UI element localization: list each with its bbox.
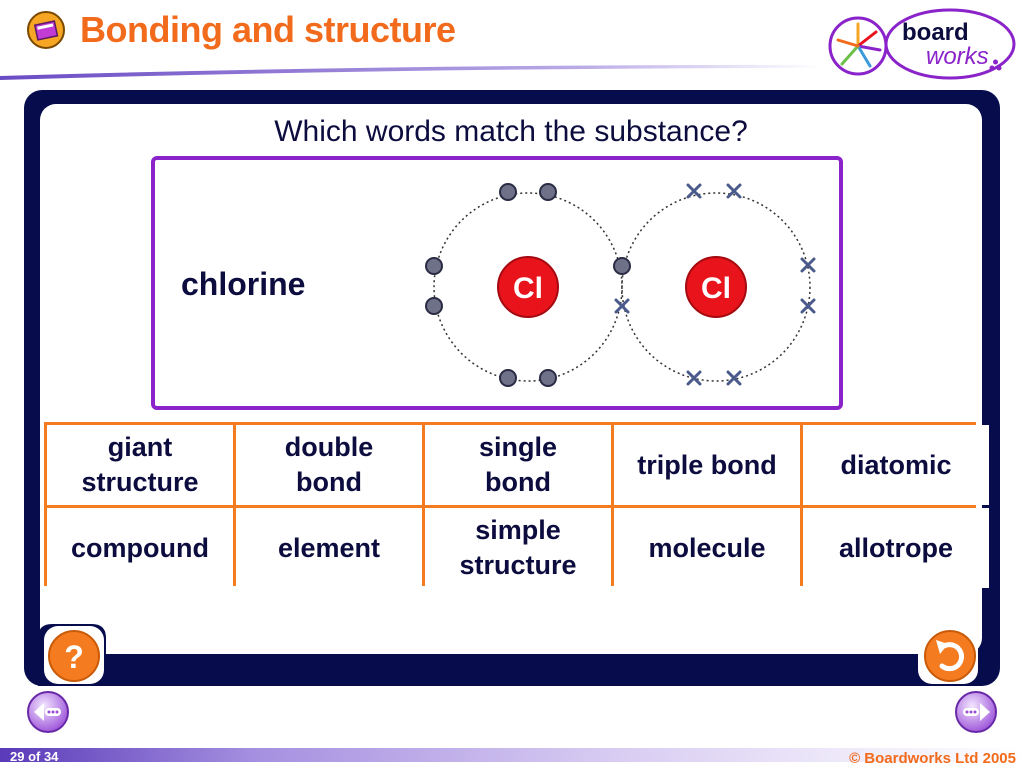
question-mark-icon [48, 630, 100, 682]
logo-text-bottom: works [926, 43, 989, 70]
help-button[interactable]: ? [38, 624, 106, 686]
option-single-bond[interactable]: single bond [425, 425, 611, 505]
option-giant-structure[interactable]: giant structure [47, 425, 233, 505]
page-title: Bonding and structure [80, 9, 456, 50]
atom-symbol-right: Cl [701, 272, 731, 305]
next-slide-icon [955, 691, 997, 733]
option-double-bond[interactable]: double bond [236, 425, 422, 505]
option-allotrope[interactable]: allotrope [803, 508, 989, 588]
electron-crosses [614, 183, 816, 386]
word-options-grid: giant structure double bond single bond … [44, 422, 989, 588]
option-simple-structure[interactable]: simple structure [425, 508, 611, 588]
previous-slide-icon [27, 691, 69, 733]
title-underline [0, 64, 820, 80]
option-triple-bond[interactable]: triple bond [614, 425, 800, 505]
option-compound[interactable]: compound [47, 508, 233, 588]
substance-name: chlorine [181, 266, 306, 302]
undo-icon [924, 630, 976, 682]
page-indicator: 29 of 34 [10, 749, 59, 764]
next-slide-button[interactable] [954, 690, 998, 734]
question-text: Which words match the substance? [274, 115, 748, 148]
copyright-text: © Boardworks Ltd 2005 [849, 750, 1016, 767]
undo-button[interactable] [916, 624, 984, 686]
electron-dots [425, 183, 631, 387]
atom-symbol-left: Cl [513, 272, 543, 305]
boardworks-logo: board works [826, 6, 1020, 84]
logo-text-top: board [902, 19, 969, 46]
presentation-book-icon [26, 10, 66, 50]
chlorine-atom-left [497, 256, 559, 318]
option-diatomic[interactable]: diatomic [803, 425, 989, 505]
option-molecule[interactable]: molecule [614, 508, 800, 588]
option-element[interactable]: element [236, 508, 422, 588]
svg-text:?: ? [64, 639, 84, 675]
chlorine-atom-right [685, 256, 747, 318]
chlorine-bonding-diagram: Cl Cl [425, 183, 816, 387]
previous-slide-button[interactable] [26, 690, 70, 734]
footer-bar [0, 748, 1024, 762]
